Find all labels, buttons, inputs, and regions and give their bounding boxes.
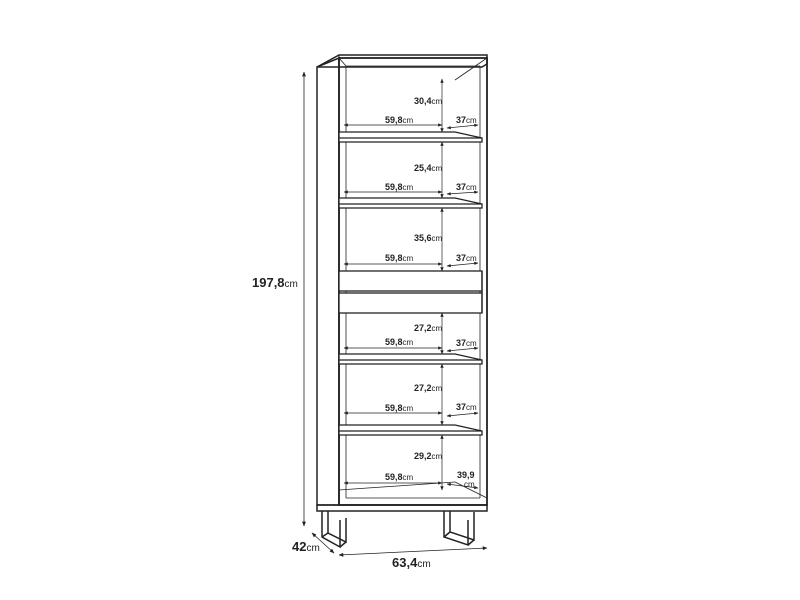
svg-text:37cm: 37cm xyxy=(456,402,477,412)
overall-width-unit: cm xyxy=(417,559,430,570)
svg-text:35,6cm: 35,6cm xyxy=(414,233,443,243)
svg-text:37cm: 37cm xyxy=(456,182,477,192)
compartment-width-unit: cm xyxy=(403,338,414,347)
compartment-width-unit: cm xyxy=(403,404,414,413)
compartment-depth-value: 37 xyxy=(456,338,466,348)
overall-height-unit: cm xyxy=(285,279,298,290)
left-leg xyxy=(321,511,347,549)
compartment-depth-unit: cm xyxy=(466,116,477,125)
svg-text:59,8cm: 59,8cm xyxy=(385,337,414,347)
overall-depth-unit: cm xyxy=(306,543,319,554)
compartment-height-value: 35,6 xyxy=(414,233,432,243)
compartment-6-dimensions: 29,2cm 59,8cm 39,9 cm xyxy=(343,434,479,491)
drawer xyxy=(338,270,483,314)
compartment-1-dimensions: 30,4cm 59,8cm 37cm xyxy=(343,78,479,133)
compartment-height-value: 30,4 xyxy=(414,96,432,106)
compartment-2-dimensions: 25,4cm 59,8cm 37cm xyxy=(343,141,479,199)
compartment-width-value: 59,8 xyxy=(385,472,403,482)
compartment-width-value: 59,8 xyxy=(385,115,403,125)
compartment-depth-unit: cm xyxy=(466,339,477,348)
overall-height-dimension: 197,8cm xyxy=(252,71,306,527)
svg-text:37cm: 37cm xyxy=(456,253,477,263)
compartment-height-value: 27,2 xyxy=(414,383,432,393)
compartment-depth-value: 37 xyxy=(456,253,466,263)
svg-text:30,4cm: 30,4cm xyxy=(414,96,443,106)
svg-text:29,2cm: 29,2cm xyxy=(414,451,443,461)
compartment-width-unit: cm xyxy=(403,116,414,125)
cabinet-left-side xyxy=(316,56,340,506)
compartment-height-unit: cm xyxy=(432,164,443,173)
compartment-depth-value: 37 xyxy=(456,115,466,125)
overall-height-value: 197,8 xyxy=(252,275,285,290)
compartment-width-value: 59,8 xyxy=(385,182,403,192)
compartment-height-unit: cm xyxy=(432,234,443,243)
compartment-depth-value: 39,9 xyxy=(457,470,475,480)
overall-depth-dimension: 42cm xyxy=(292,532,335,554)
shelves xyxy=(338,131,488,499)
overall-width-dimension: 63,4cm xyxy=(338,546,488,570)
compartment-width-unit: cm xyxy=(403,183,414,192)
compartment-height-unit: cm xyxy=(432,452,443,461)
overall-width-value: 63,4 xyxy=(392,555,418,570)
shelf xyxy=(338,353,483,365)
compartment-depth-value: 37 xyxy=(456,402,466,412)
svg-text:59,8cm: 59,8cm xyxy=(385,115,414,125)
shelf xyxy=(338,424,483,436)
compartment-width-value: 59,8 xyxy=(385,253,403,263)
compartment-height-value: 29,2 xyxy=(414,451,432,461)
legs xyxy=(321,511,475,549)
compartment-width-unit: cm xyxy=(403,254,414,263)
compartment-height-value: 27,2 xyxy=(414,323,432,333)
compartment-3-dimensions: 35,6cm 59,8cm 37cm xyxy=(343,207,479,272)
compartment-5-dimensions: 27,2cm 59,8cm 37cm xyxy=(343,363,479,426)
compartment-height-unit: cm xyxy=(432,384,443,393)
compartment-width-value: 59,8 xyxy=(385,337,403,347)
svg-text:37cm: 37cm xyxy=(456,338,477,348)
svg-text:59,8cm: 59,8cm xyxy=(385,253,414,263)
svg-text:27,2cm: 27,2cm xyxy=(414,323,443,333)
compartment-depth-unit: cm xyxy=(466,254,477,263)
overall-depth-value: 42 xyxy=(292,539,306,554)
compartment-4-dimensions: 27,2cm 59,8cm 37cm xyxy=(343,312,479,355)
svg-text:27,2cm: 27,2cm xyxy=(414,383,443,393)
svg-text:59,8cm: 59,8cm xyxy=(385,403,414,413)
svg-text:59,8cm: 59,8cm xyxy=(385,182,414,192)
compartment-width-unit: cm xyxy=(403,473,414,482)
svg-text:42cm: 42cm xyxy=(292,539,320,554)
compartment-depth-value: 37 xyxy=(456,182,466,192)
svg-text:37cm: 37cm xyxy=(456,115,477,125)
compartment-depth-unit: cm xyxy=(466,183,477,192)
shelf xyxy=(338,197,483,209)
compartment-width-value: 59,8 xyxy=(385,403,403,413)
svg-text:59,8cm: 59,8cm xyxy=(385,472,414,482)
cabinet-plinth xyxy=(316,504,488,512)
svg-text:197,8cm: 197,8cm xyxy=(252,275,298,290)
compartment-height-value: 25,4 xyxy=(414,163,432,173)
cabinet-top xyxy=(316,54,488,68)
compartment-depth-unit: cm xyxy=(464,480,475,489)
svg-text:25,4cm: 25,4cm xyxy=(414,163,443,173)
compartment-height-unit: cm xyxy=(432,324,443,333)
shelf xyxy=(338,131,483,143)
compartment-height-unit: cm xyxy=(432,97,443,106)
svg-text:63,4cm: 63,4cm xyxy=(392,555,431,570)
right-leg xyxy=(443,511,475,547)
compartment-depth-unit: cm xyxy=(466,403,477,412)
